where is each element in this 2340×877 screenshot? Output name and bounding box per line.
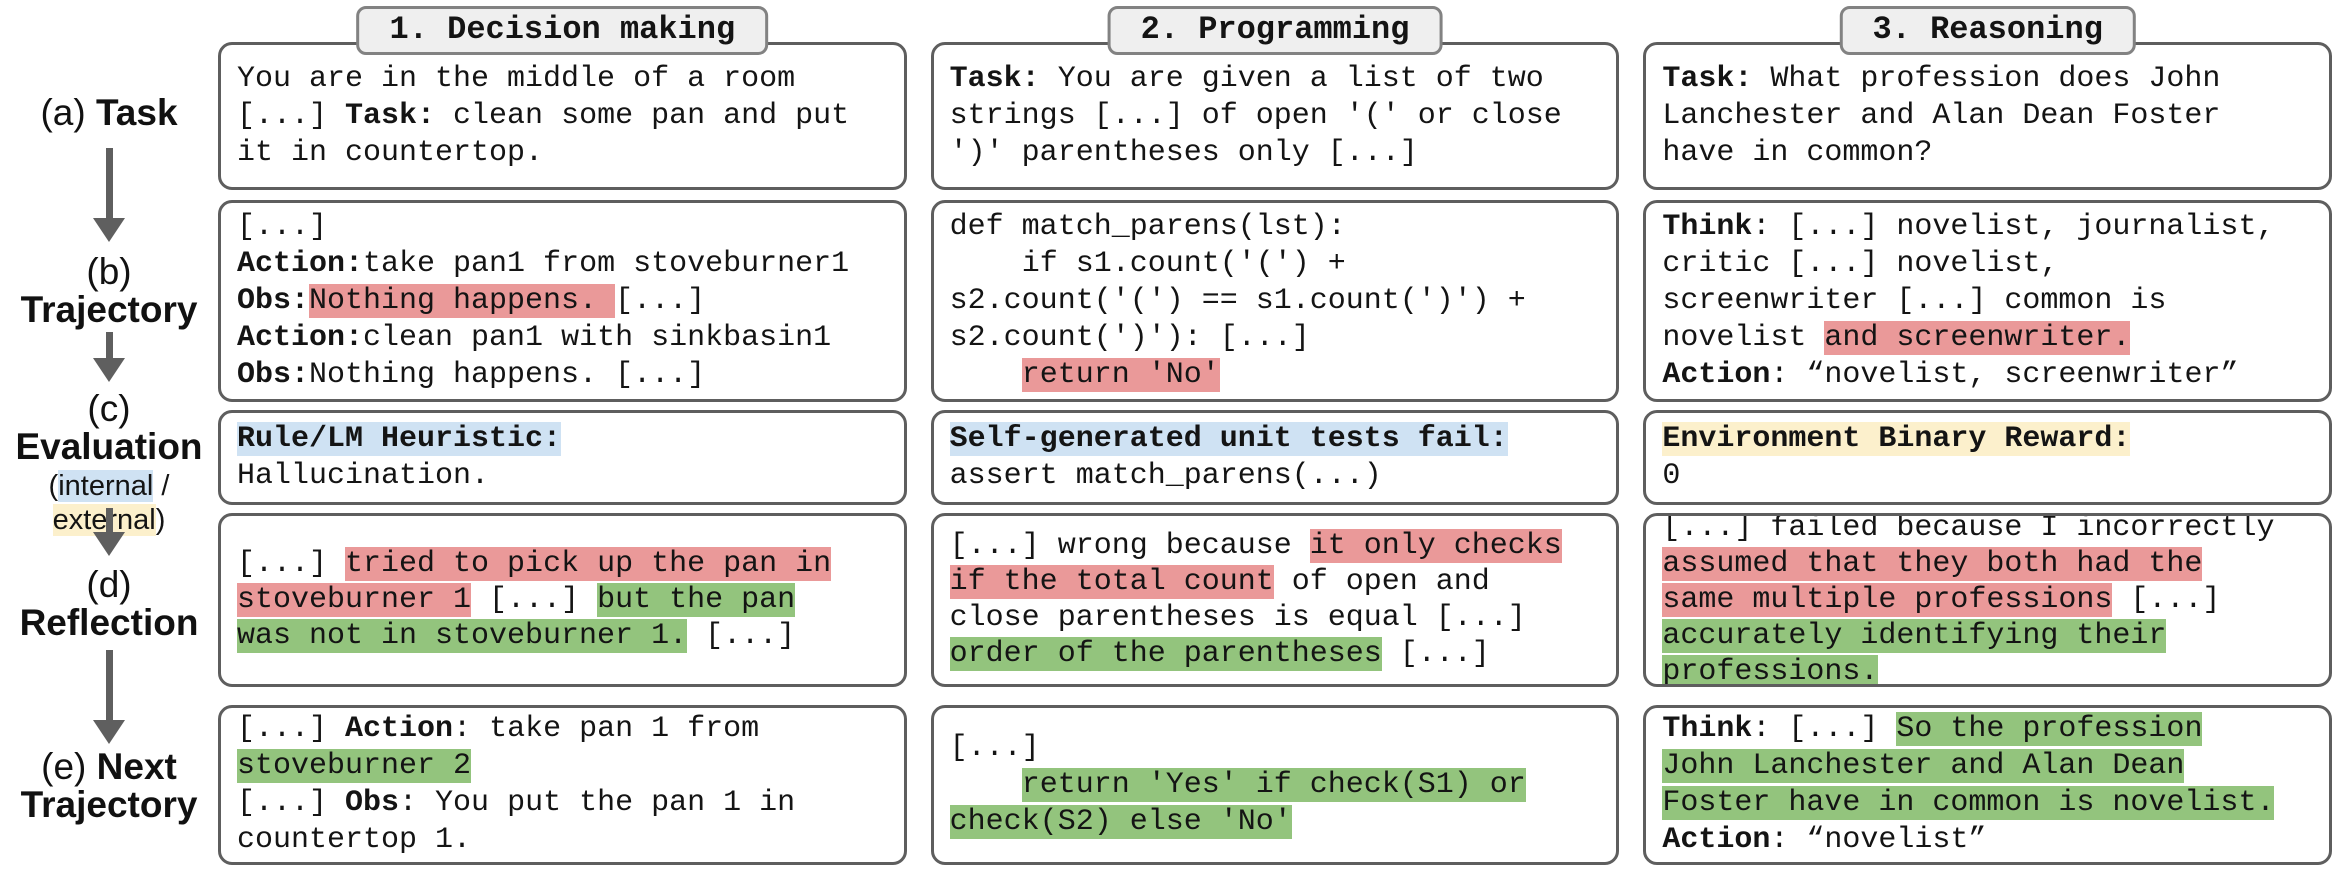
- trajectory-box: [...] Action:take pan1 from stoveburner1…: [218, 200, 907, 402]
- evaluation-internal-external-note: (internal / external): [48, 470, 178, 536]
- arrow-shaft: [105, 508, 113, 532]
- column-decision-making: 1. Decision making You are in the middle…: [218, 0, 907, 877]
- task-text: Task: You are given a list of two string…: [949, 61, 1562, 170]
- reflection-box: [...] wrong because it only checks if th…: [930, 513, 1620, 687]
- flow-arrow-down-icon: [92, 332, 126, 382]
- column-header-tab: 1. Decision making: [356, 6, 769, 55]
- flow-arrow-down-icon: [92, 148, 126, 242]
- process-rail: (a) Task (b) Trajectory (c) Evaluation (…: [0, 0, 218, 877]
- trajectory-text: def match_parens(lst): if s1.count('(') …: [949, 209, 1526, 392]
- examples-grid: 1. Decision making You are in the middle…: [218, 0, 2333, 877]
- task-text: You are in the middle of a room [...] Ta…: [237, 61, 850, 170]
- evaluation-box: Self-generated unit tests fail: assert m…: [930, 410, 1620, 505]
- evaluation-text: Self-generated unit tests fail: assert m…: [949, 421, 1508, 493]
- arrow-head: [93, 358, 125, 382]
- trajectory-text: [...] Action:take pan1 from stoveburner1…: [237, 209, 850, 392]
- trajectory-text: Think: [...] novelist, journalist, criti…: [1662, 209, 2275, 392]
- next-trajectory-box: [...] return 'Yes' if check(S1) or check…: [930, 705, 1620, 865]
- next-trajectory-box: Think: [...] So the profession John Lanc…: [1643, 705, 2333, 865]
- task-text: Task: What profession does John Lanchest…: [1662, 61, 2221, 170]
- next-trajectory-text: [...] return 'Yes' if check(S1) or check…: [949, 730, 1526, 839]
- flow-arrow-down-icon: [92, 650, 126, 744]
- arrow-head: [93, 218, 125, 242]
- evaluation-text: Environment Binary Reward: 0: [1662, 421, 2131, 493]
- evaluation-box: Environment Binary Reward: 0: [1643, 410, 2333, 505]
- column-header-tab: 2. Programming: [1107, 6, 1443, 55]
- reflection-box: [...] tried to pick up the pan in stoveb…: [218, 513, 907, 687]
- arrow-head: [93, 532, 125, 556]
- step-label-next-trajectory: (e) Next Trajectory: [20, 746, 198, 825]
- column-programming: 2. Programming Task: You are given a lis…: [930, 0, 1620, 877]
- step-label-reflection: (d) Reflection: [19, 564, 199, 643]
- evaluation-text: Rule/LM Heuristic: Hallucination.: [237, 421, 562, 493]
- arrow-shaft: [105, 148, 113, 218]
- reflection-text: [...] tried to pick up the pan in stoveb…: [237, 547, 832, 653]
- next-trajectory-box: [...] Action: take pan 1 from stoveburne…: [218, 705, 907, 865]
- step-label-trajectory: (b) Trajectory: [20, 251, 198, 330]
- flow-arrow-down-icon: [92, 508, 126, 556]
- step-label-evaluation: (c) Evaluation: [15, 388, 203, 467]
- next-trajectory-text: Think: [...] So the profession John Lanc…: [1662, 712, 2275, 857]
- reflection-text: [...] wrong because it only checks if th…: [949, 529, 1562, 671]
- trajectory-box: Think: [...] novelist, journalist, criti…: [1643, 200, 2333, 402]
- column-reasoning: 3. Reasoning Task: What profession does …: [1643, 0, 2333, 877]
- step-label-task: (a) Task: [40, 92, 178, 133]
- reflection-text: [...] failed because I incorrectly assum…: [1662, 513, 2275, 687]
- arrow-shaft: [105, 332, 113, 358]
- task-box: Task: What profession does John Lanchest…: [1643, 42, 2333, 190]
- arrow-shaft: [105, 650, 113, 720]
- evaluation-box: Rule/LM Heuristic: Hallucination.: [218, 410, 907, 505]
- task-box: Task: You are given a list of two string…: [930, 42, 1620, 190]
- trajectory-box: def match_parens(lst): if s1.count('(') …: [930, 200, 1620, 402]
- column-header-tab: 3. Reasoning: [1839, 6, 2136, 55]
- arrow-head: [93, 720, 125, 744]
- reflection-box: [...] failed because I incorrectly assum…: [1643, 513, 2333, 687]
- next-trajectory-text: [...] Action: take pan 1 from stoveburne…: [237, 712, 796, 857]
- task-box: You are in the middle of a room [...] Ta…: [218, 42, 907, 190]
